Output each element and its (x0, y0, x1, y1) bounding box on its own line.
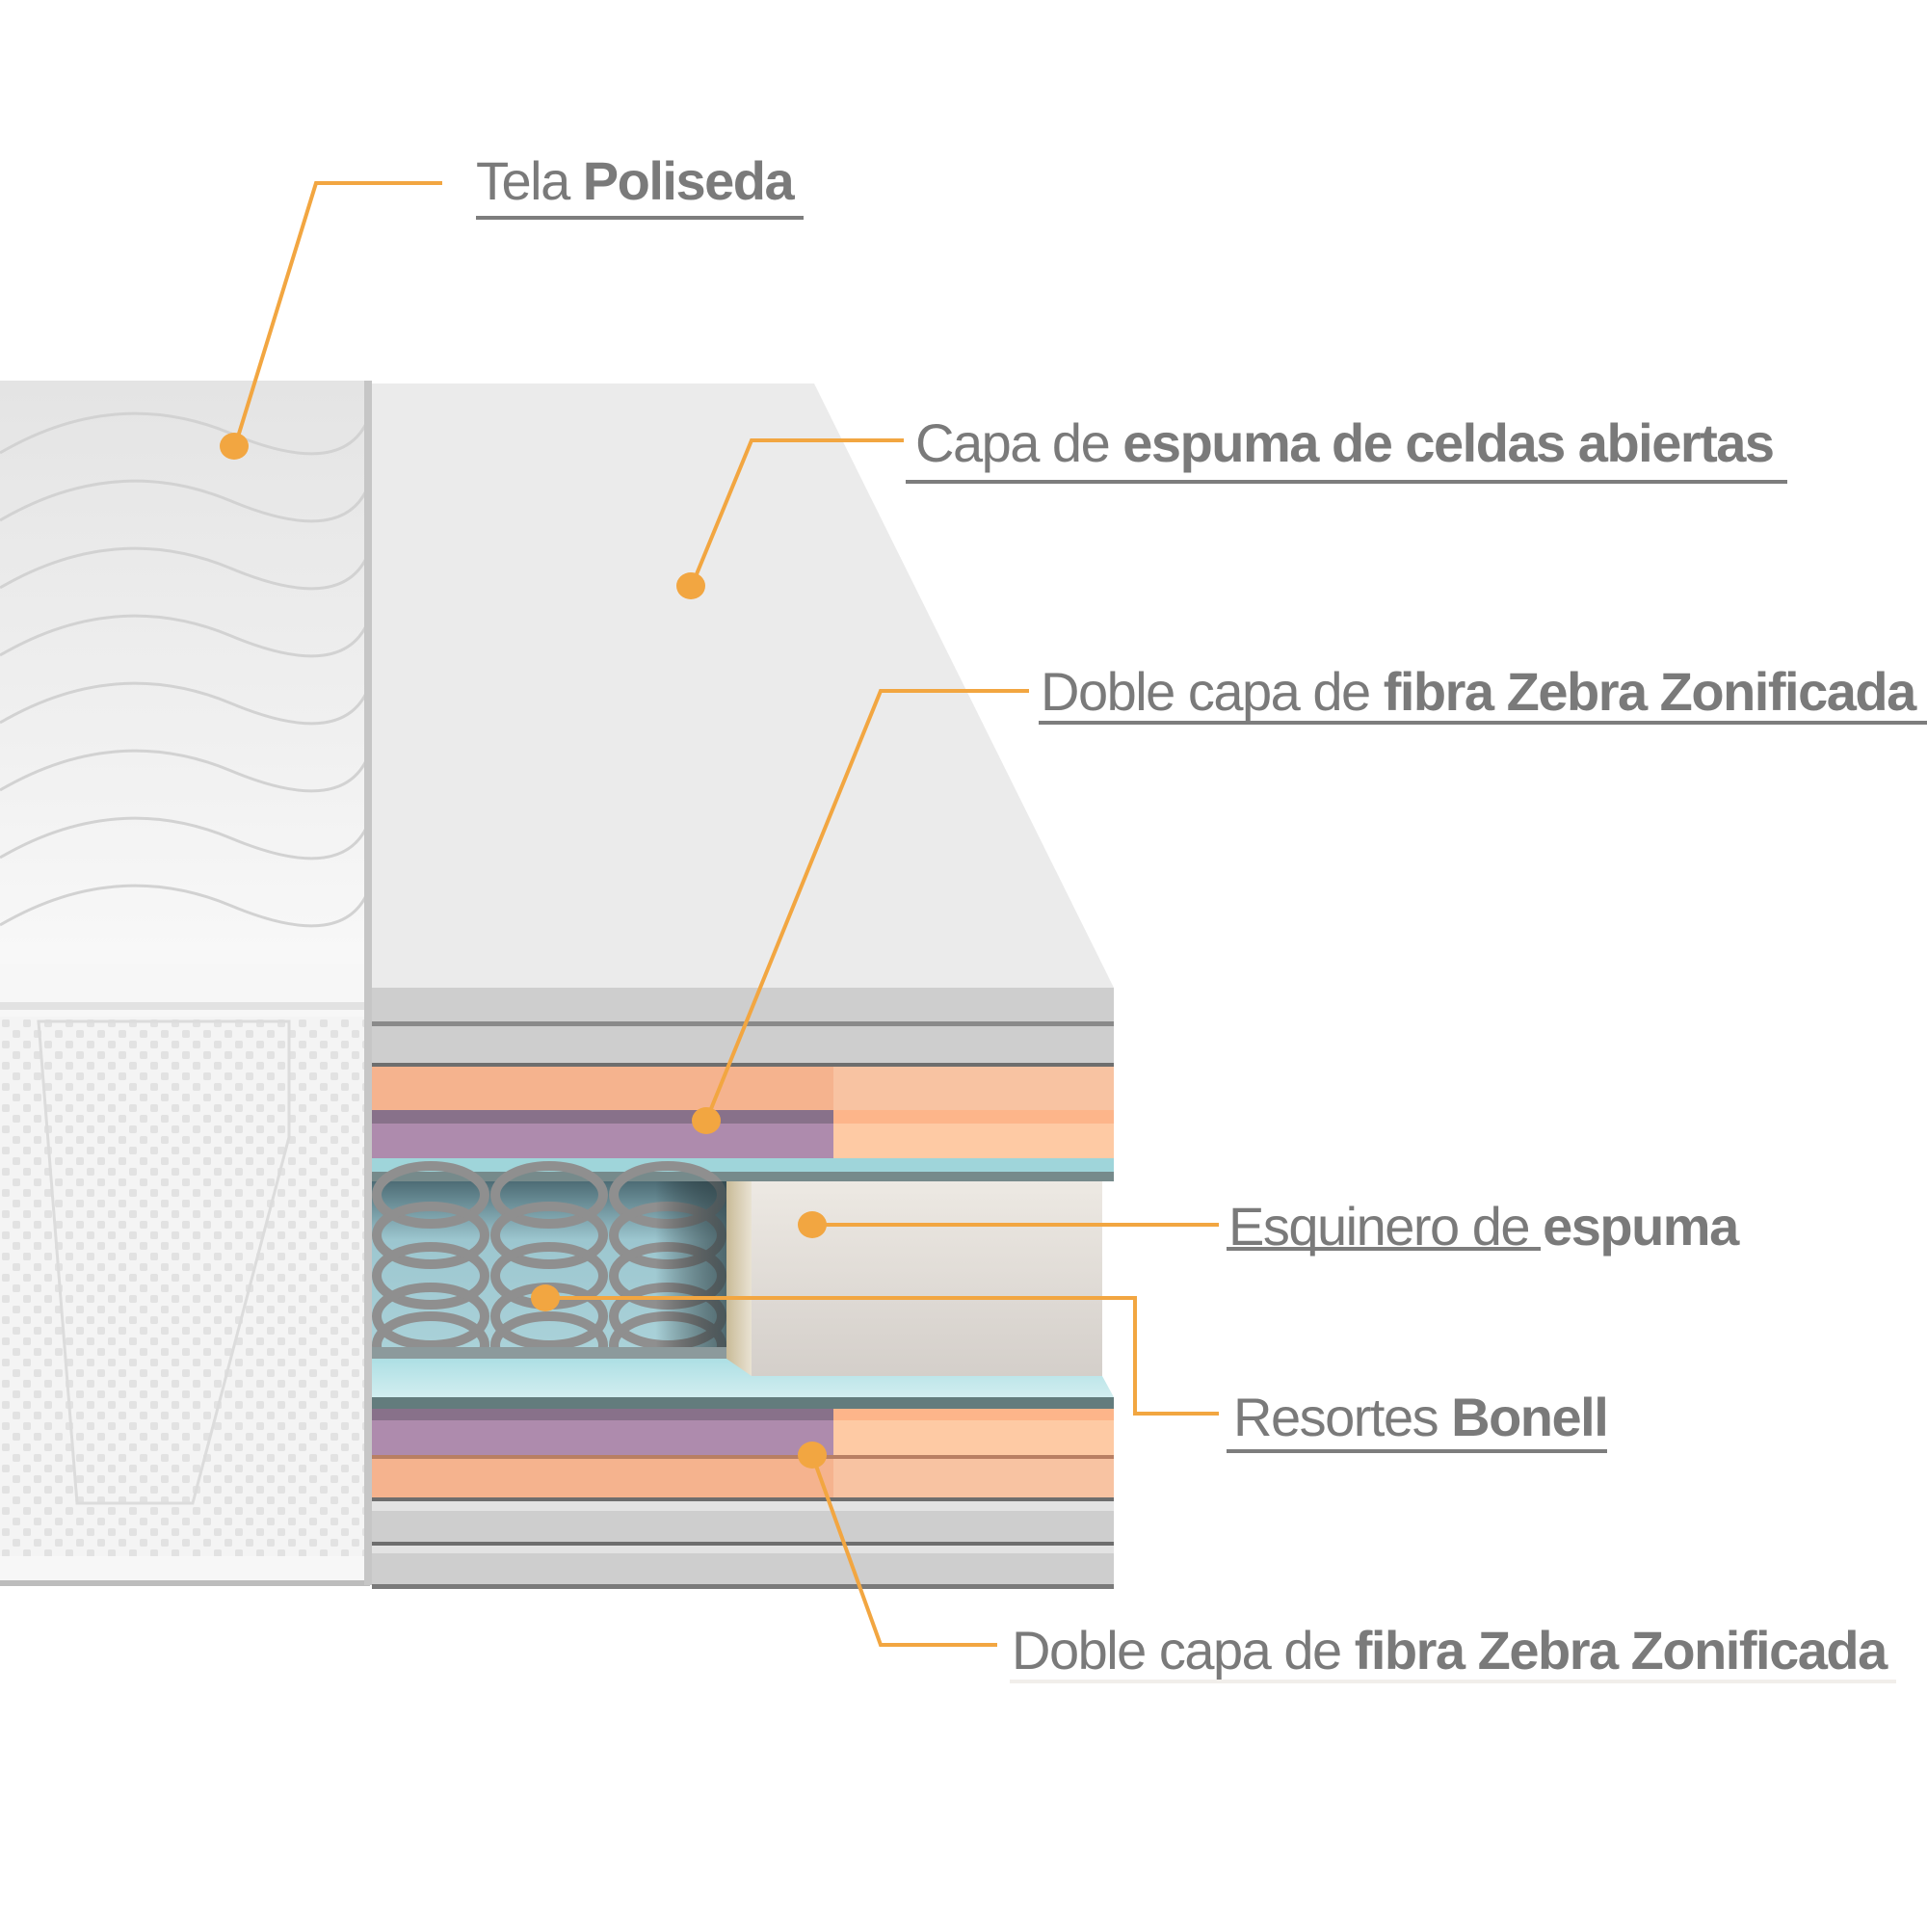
label-underline (1039, 721, 1927, 725)
peach-layer-top (833, 1124, 1114, 1158)
purple-layer-bottom (372, 1420, 833, 1455)
callout-dot-fibra-bottom (798, 1442, 827, 1469)
teal-board-top-edge (372, 1172, 1114, 1181)
fabric-seam-top (0, 1002, 370, 1010)
fabric-panel (0, 381, 372, 1586)
grey-layer-4 (372, 1553, 1114, 1584)
purple-layer-bottom-edge (372, 1409, 833, 1420)
quilted-fabric-top (0, 381, 370, 1017)
label-regular-text: Doble capa de (1041, 661, 1384, 722)
label-bold-text: fibra Zebra Zonificada (1383, 661, 1917, 722)
salmon-layer-bottom-edge (372, 1455, 1114, 1459)
woven-fabric-border (0, 1017, 370, 1575)
grey-layer-1-edge (372, 1021, 1114, 1026)
foam-corner-block (726, 1181, 1102, 1378)
teal-board-top (372, 1158, 1114, 1172)
callout-dot-esquinero (798, 1211, 827, 1238)
label-fibra-zebra-bottom: Doble capa de fibra Zebra Zonificada (1012, 1624, 1887, 1678)
spring-shade (372, 1181, 726, 1349)
salmon-light-bottom (833, 1459, 1114, 1497)
label-regular-text: Resortes (1233, 1387, 1452, 1447)
quilt-waves (0, 411, 372, 928)
grey-layers-bottom (372, 1497, 1114, 1589)
label-underline (906, 480, 1787, 484)
foam-corner-side (726, 1181, 752, 1378)
grey-layer-1 (372, 988, 1114, 1024)
purple-layer-top-edge (372, 1110, 833, 1124)
label-bold-text: espuma (1543, 1196, 1739, 1257)
bonell-springs (372, 1161, 726, 1379)
label-regular-text: Capa de (915, 412, 1123, 473)
open-cell-foam-layer (372, 384, 1114, 988)
leader-line-espuma-celdas (690, 438, 904, 587)
label-underline (1227, 1449, 1607, 1453)
label-bold-text: fibra Zebra Zonificada (1354, 1620, 1888, 1681)
teal-board-bottom-edge (372, 1397, 1114, 1409)
grey-layer-3-edge (372, 1497, 1114, 1501)
label-esquinero-espuma: Esquinero de espuma (1228, 1200, 1739, 1254)
label-bold-text: Poliseda (582, 150, 795, 211)
grey-layer-2-edge (372, 1063, 1114, 1067)
label-fibra-zebra-top: Doble capa de fibra Zebra Zonificada (1041, 665, 1916, 719)
label-regular-text: Doble capa de (1012, 1620, 1355, 1681)
zebra-fiber-bottom (372, 1409, 1114, 1497)
peach-layer-top-edge (833, 1110, 1114, 1124)
peach-layer-bottom (833, 1420, 1114, 1455)
label-bold-text: espuma de celdas abiertas (1122, 412, 1775, 473)
label-underline (1010, 1680, 1896, 1683)
label-regular-text: Esquinero de (1228, 1196, 1544, 1257)
grey-layer-4-edge (372, 1542, 1114, 1546)
label-underline (1227, 1247, 1541, 1251)
leader-line-resortes (545, 1296, 1219, 1416)
callout-dots (220, 433, 827, 1469)
label-underline (476, 216, 804, 220)
border-stitch (37, 1019, 291, 1505)
teal-board-bottom (372, 1359, 1114, 1397)
callout-dot-tela (220, 433, 249, 460)
fabric-piping-bottom (0, 1556, 370, 1580)
grey-layers-top (372, 988, 1114, 1067)
label-resortes-bonell: Resortes Bonell (1233, 1387, 1609, 1447)
label-espuma-celdas-abiertas: Capa de espuma de celdas abiertas (915, 416, 1775, 470)
callout-dot-espuma-celdas (676, 572, 705, 599)
leader-line-fibra-bottom (810, 1454, 997, 1647)
spring-base (372, 1347, 726, 1361)
foam-corner-face (752, 1181, 1102, 1376)
fabric-bottom-edge (0, 1580, 370, 1586)
callout-dot-resortes (531, 1284, 560, 1311)
callout-dot-fibra-top (692, 1107, 721, 1134)
fabric-edge-shadow (364, 381, 372, 1585)
zebra-fiber-top (372, 1067, 1114, 1158)
label-tela-poliseda: Tela Poliseda (476, 154, 795, 208)
mattress-bottom-edge (372, 1584, 1114, 1589)
label-bold-text: Bonell (1451, 1387, 1609, 1447)
label-regular-text: Tela (476, 150, 583, 211)
leader-line-tela (233, 181, 442, 447)
leader-line-fibra-top (704, 689, 1029, 1122)
purple-layer-top (372, 1124, 833, 1158)
salmon-light-top (833, 1067, 1114, 1110)
peach-layer-bottom-edge (833, 1409, 1114, 1420)
leader-lines (233, 181, 1219, 1647)
grey-layer-3 (372, 1511, 1114, 1542)
grey-layer-3-top (372, 1501, 1114, 1511)
grey-layer-4-top (372, 1546, 1114, 1553)
